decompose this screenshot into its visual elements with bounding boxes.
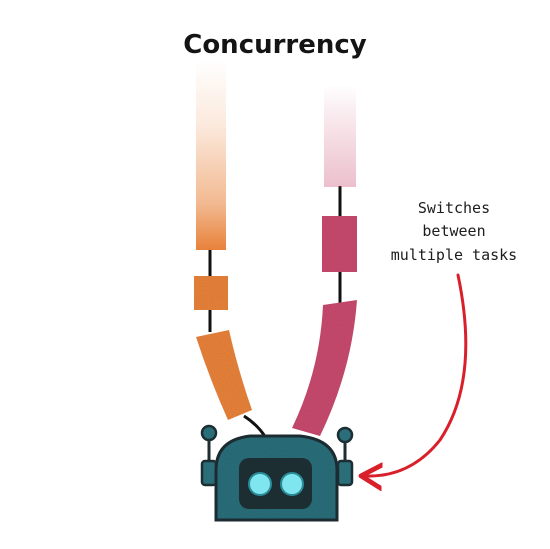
annotation: Switches between multiple tasks	[364, 199, 517, 476]
annotation-line-1: Switches	[418, 199, 490, 217]
robot-antenna-right-tip	[336, 426, 354, 444]
robot-ear-right	[336, 459, 354, 487]
task-a-thread	[194, 60, 268, 439]
diagram-title: Concurrency	[183, 30, 367, 60]
task-a-segment-fading	[196, 60, 226, 250]
curved-arrow-icon	[364, 273, 468, 476]
annotation-line-2: between	[422, 222, 485, 240]
task-b-thread	[292, 85, 357, 436]
task-a-segment-curved	[196, 330, 252, 420]
robot-face-plate	[239, 458, 312, 509]
task-b-segment-curved	[292, 300, 357, 436]
robot-icon	[200, 424, 354, 522]
task-b-segment-fading	[324, 85, 356, 187]
robot-ear-left	[200, 459, 218, 487]
robot-antenna-left-tip	[200, 424, 218, 442]
robot-eye-left	[248, 472, 272, 496]
task-a-segment	[194, 276, 228, 310]
task-b-segment	[322, 216, 357, 272]
annotation-line-3: multiple tasks	[391, 246, 517, 264]
robot-eye-right	[280, 472, 304, 496]
